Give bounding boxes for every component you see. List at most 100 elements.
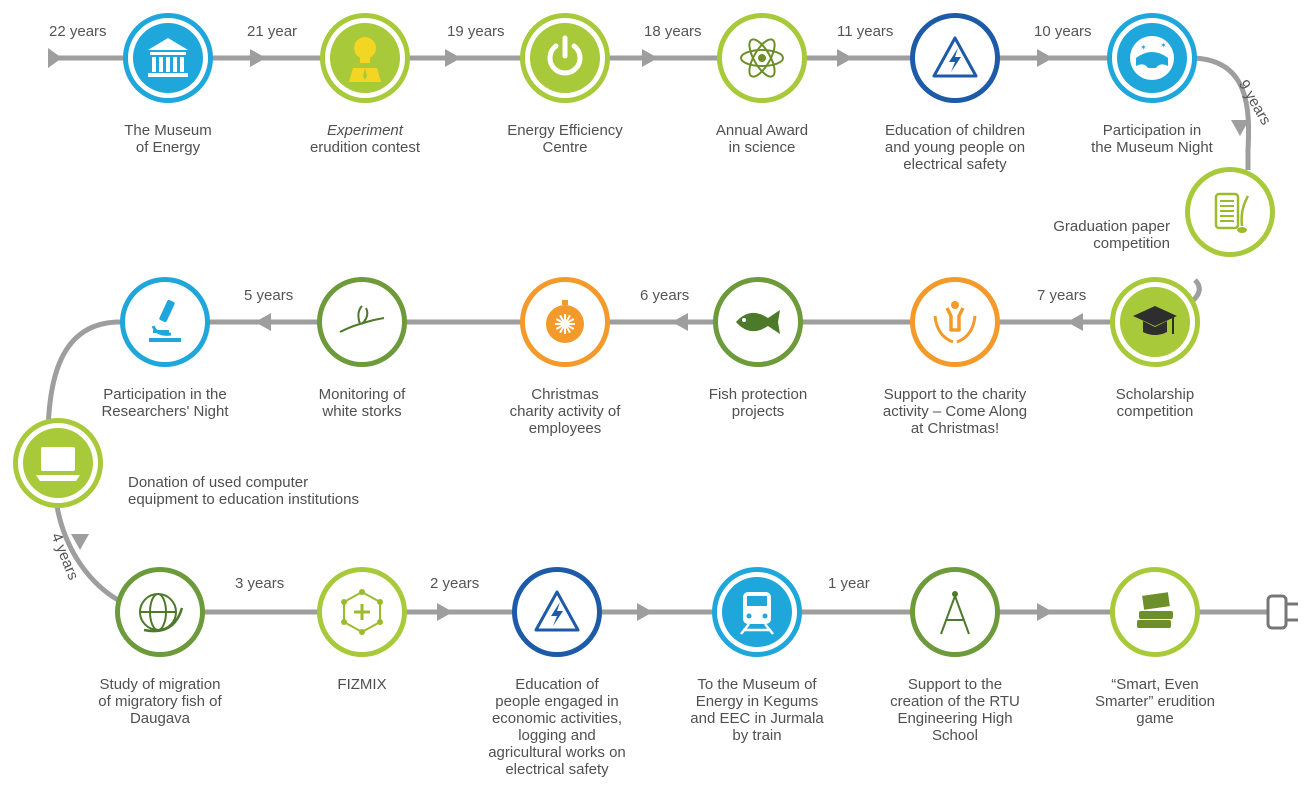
node-disc	[722, 577, 792, 647]
node-caption: Education of children and young people o…	[884, 122, 1026, 173]
track-arrow-curve-right	[1231, 120, 1249, 136]
caption-emphasis: Experiment	[327, 122, 403, 139]
power-button-icon	[547, 35, 583, 76]
timeline-node	[317, 567, 407, 657]
svg-text:✶: ✶	[1140, 43, 1147, 52]
lightbulb-person-icon	[349, 37, 381, 82]
track-arrow-row1-1	[445, 49, 461, 67]
track-arrow-curve-left	[71, 534, 89, 550]
duration-label: 2 years	[430, 575, 480, 592]
timeline-node	[317, 277, 407, 367]
timeline-node	[512, 567, 602, 657]
timeline-node	[910, 13, 1000, 103]
node-caption: Scholarship competition	[1115, 386, 1195, 420]
track-arrow-row2-0	[1067, 313, 1083, 331]
track-arrow-row1-0	[250, 49, 266, 67]
duration-label: 18 years	[644, 23, 702, 40]
duration-label: 11 years	[837, 23, 894, 40]
graduation-cap-icon	[1133, 306, 1177, 335]
node-caption: Annual Award in science	[715, 122, 809, 156]
node-caption: Support to the creation of the RTU Engin…	[890, 676, 1020, 744]
raised-hands-icon	[933, 301, 977, 344]
node-caption: Energy Efficiency Centre	[507, 122, 623, 156]
node-disc	[727, 23, 797, 93]
node-disc	[23, 428, 93, 498]
duration-label: 5 years	[244, 287, 294, 304]
node-caption: Fish protection projects	[708, 386, 808, 420]
timeline-node	[120, 277, 210, 367]
node-disc	[1120, 577, 1190, 647]
track-arrow-row3-1	[637, 603, 653, 621]
duration-label: 3 years	[235, 575, 285, 592]
node-disc	[125, 577, 195, 647]
molecule-network-icon	[341, 589, 383, 635]
globe-arrow-icon	[139, 593, 184, 633]
node-disc	[530, 23, 600, 93]
caption-text: erudition contest	[309, 139, 421, 156]
node-disc	[327, 577, 397, 647]
node-caption: Experiment erudition contest	[310, 122, 420, 156]
track-arrow-row3-2	[1037, 603, 1053, 621]
node-caption: The Museum of Energy	[124, 122, 212, 156]
timeline-node	[713, 277, 803, 367]
node-caption: Participation in the Researchers' Night	[101, 386, 229, 420]
node-disc	[920, 287, 990, 357]
compass-drafting-icon	[940, 591, 970, 635]
node-disc	[133, 23, 203, 93]
node-caption: Donation of used computer equipment to e…	[128, 474, 359, 508]
microscope-icon	[149, 299, 181, 342]
track-arrow-row1-2	[642, 49, 658, 67]
node-caption: Graduation paper competition	[1053, 218, 1170, 252]
node-caption: Study of migration of migratory fish of …	[98, 676, 222, 727]
node-disc	[130, 287, 200, 357]
duration-label: 7 years	[1037, 287, 1087, 304]
duration-label: 1 year	[828, 575, 870, 592]
timeline-node	[320, 13, 410, 103]
timeline-node	[1110, 567, 1200, 657]
node-disc	[920, 23, 990, 93]
node-disc	[530, 287, 600, 357]
night-mask-icon: ✶✶	[1130, 36, 1174, 80]
svg-text:✶: ✶	[1160, 41, 1167, 50]
node-caption: Participation in the Museum Night	[1091, 122, 1213, 156]
timeline-node: ✶✶	[1107, 13, 1197, 103]
duration-label: 10 years	[1034, 23, 1092, 40]
lightning-triangle-icon	[932, 36, 978, 78]
timeline-node	[13, 418, 103, 508]
timeline-node	[123, 13, 213, 103]
books-icon	[1137, 592, 1173, 628]
track-arrow-row1-4	[1037, 49, 1053, 67]
stork-icon	[339, 305, 385, 333]
track-arrow-row2-2	[255, 313, 271, 331]
node-disc	[327, 287, 397, 357]
timeline-node	[115, 567, 205, 657]
timeline-node	[520, 277, 610, 367]
timeline-node	[520, 13, 610, 103]
node-disc	[1120, 287, 1190, 357]
node-caption: Monitoring of white storks	[318, 386, 406, 420]
museum-building-icon	[148, 38, 188, 77]
node-caption: To the Museum of Energy in Kegums and EE…	[690, 676, 824, 744]
track-arrow-row2-1	[672, 313, 688, 331]
node-caption: Education of people engaged in economic …	[488, 676, 626, 778]
node-disc	[1195, 177, 1265, 247]
fish-icon	[736, 310, 780, 334]
timeline-node	[1110, 277, 1200, 367]
scroll-feather-icon	[1214, 192, 1250, 233]
duration-label: 22 years	[49, 23, 107, 40]
timeline-node	[712, 567, 802, 657]
node-caption: Support to the charity activity – Come A…	[882, 386, 1028, 437]
timeline-node	[717, 13, 807, 103]
timeline-node	[910, 567, 1000, 657]
track-arrow-row1-3	[837, 49, 853, 67]
node-disc	[330, 23, 400, 93]
atom-icon	[740, 38, 784, 78]
node-disc: ✶✶	[1117, 23, 1187, 93]
node-disc	[522, 577, 592, 647]
node-caption: Christmas charity activity of employees	[509, 386, 621, 437]
node-caption: FIZMIX	[337, 676, 387, 693]
lightning-triangle-icon	[534, 590, 580, 632]
duration-label: 19 years	[447, 23, 505, 40]
train-icon	[740, 592, 774, 635]
